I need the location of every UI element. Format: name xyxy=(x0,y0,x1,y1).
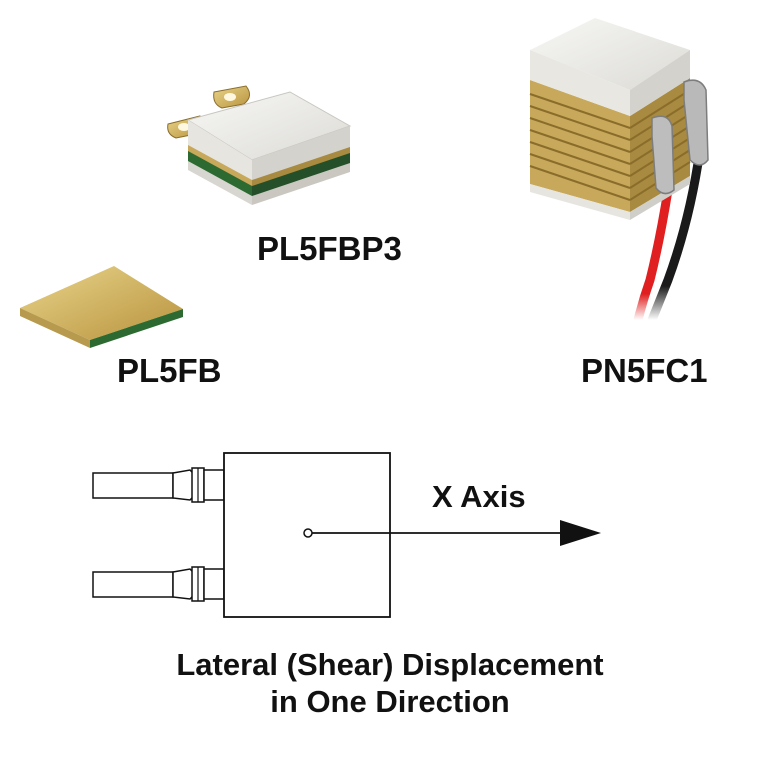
shear-diagram xyxy=(92,452,601,618)
diagram-caption: Lateral (Shear) Displacement in One Dire… xyxy=(40,646,740,720)
pl5fb-plate-image xyxy=(20,266,183,348)
x-axis-label: X Axis xyxy=(432,479,526,514)
upper-lead-wire xyxy=(92,472,174,499)
x-axis-arrowhead xyxy=(560,520,601,546)
pl5fbp3-actuator-image xyxy=(167,85,352,205)
product-label-pl5fb: PL5FB xyxy=(117,352,222,389)
origin-point xyxy=(303,528,313,538)
pn5fc1-stack-image xyxy=(529,18,709,325)
caption-line-2: in One Direction xyxy=(270,684,510,719)
lower-lead-wire xyxy=(92,571,174,598)
product-label-pl5fbp3: PL5FBP3 xyxy=(257,230,402,267)
caption-line-1: Lateral (Shear) Displacement xyxy=(176,647,604,682)
product-label-pn5fc1: PN5FC1 xyxy=(581,352,708,389)
